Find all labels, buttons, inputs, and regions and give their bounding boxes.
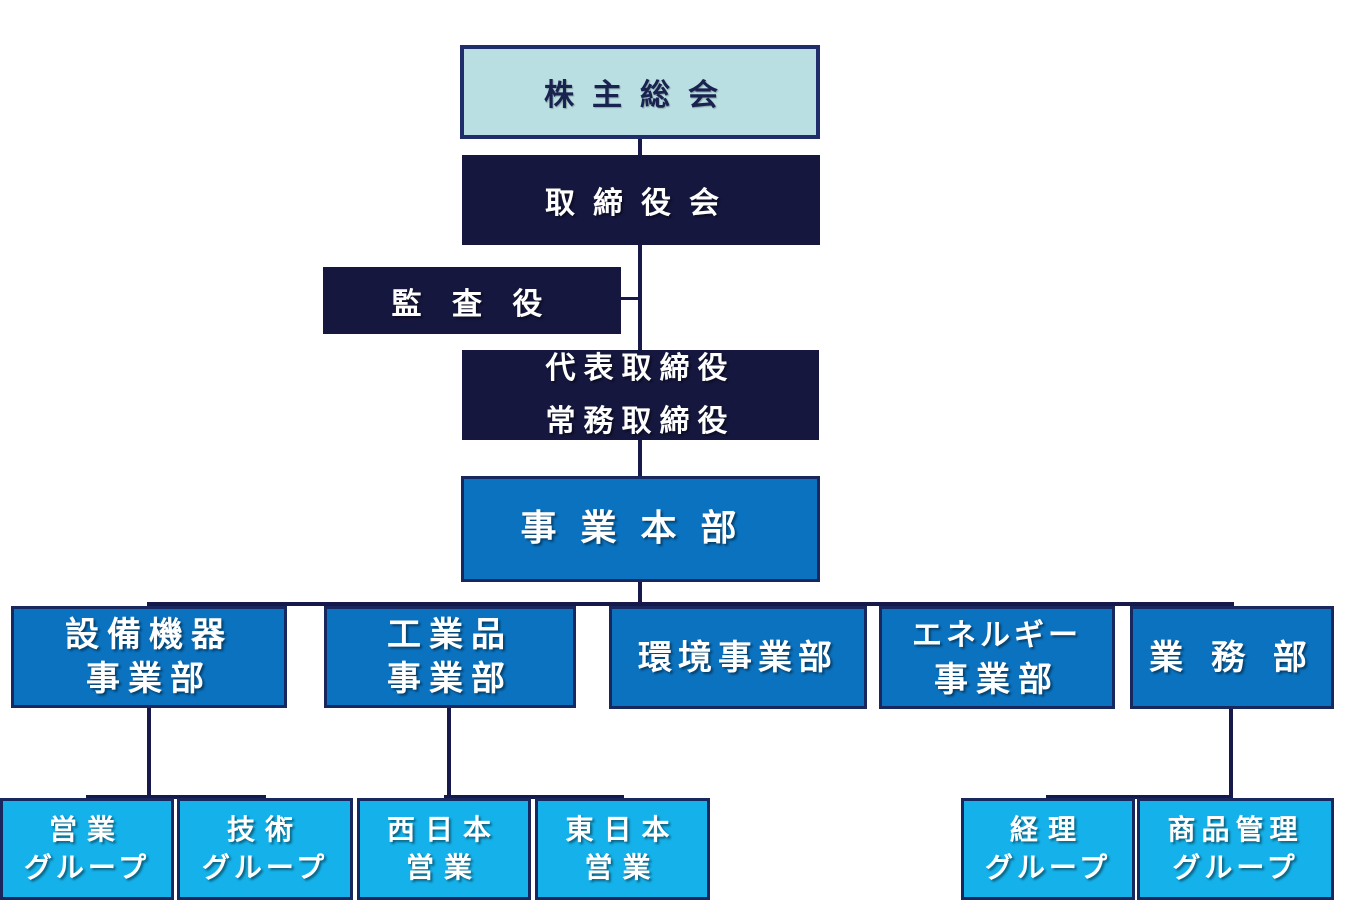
connector-div2-bus	[444, 795, 624, 799]
group-box: 西日本 営業	[357, 798, 531, 900]
group-line: グループ	[201, 851, 329, 884]
group-box: 経理 グループ	[961, 798, 1135, 900]
auditor-label: 監 査 役	[391, 286, 553, 322]
group-line: 東日本	[565, 813, 680, 846]
connector-div2-down	[447, 706, 451, 798]
group-line: 西日本	[386, 813, 501, 846]
division-line: 事業部	[86, 659, 212, 699]
connector-div5-down	[1229, 706, 1233, 798]
division-box: 工業品 事業部	[324, 606, 576, 708]
division-line: 業 務 部	[1149, 637, 1315, 678]
group-box: 東日本 営業	[535, 798, 710, 900]
executive-title-2: 常務取締役	[545, 404, 736, 439]
auditor-box: 監 査 役	[323, 267, 621, 334]
board-box: 取締役会	[462, 155, 820, 245]
division-box: 設備機器 事業部	[11, 606, 287, 708]
board-label: 取締役会	[545, 186, 737, 221]
group-box: 営業 グループ	[0, 798, 174, 900]
headquarters-box: 事業本部	[461, 476, 820, 582]
group-line: グループ	[1172, 851, 1299, 884]
group-line: 営業	[405, 851, 482, 884]
division-box: 環境事業部	[609, 606, 867, 709]
shareholders-box: 株主総会	[460, 45, 820, 139]
group-line: 営業	[584, 851, 661, 884]
division-line: 事業部	[934, 659, 1060, 700]
connector-division-bus	[147, 602, 1234, 606]
connector-div1-bus	[86, 795, 266, 799]
shareholders-label: 株主総会	[544, 78, 736, 113]
division-box: 業 務 部	[1130, 606, 1334, 709]
group-line: グループ	[984, 851, 1112, 884]
executive-title-1: 代表取締役	[545, 351, 736, 386]
division-line: 設備機器	[65, 615, 233, 655]
connector-hq-down	[638, 580, 642, 606]
division-line: 環境事業部	[638, 637, 838, 678]
group-line: 経理	[1009, 813, 1086, 846]
connector-spine	[638, 138, 642, 478]
division-line: 事業部	[387, 659, 513, 699]
connector-div5-bus	[1046, 795, 1233, 799]
group-box: 技術 グループ	[177, 798, 353, 900]
group-box: 商品管理 グループ	[1137, 798, 1334, 900]
connector-auditor	[620, 297, 640, 300]
group-line: 技術	[226, 813, 303, 846]
division-box: エネルギー 事業部	[879, 606, 1115, 709]
division-line: 工業品	[387, 615, 513, 655]
headquarters-label: 事業本部	[520, 508, 761, 549]
connector-div1-down	[147, 706, 151, 798]
group-line: 営業	[48, 813, 125, 846]
group-line: 商品管理	[1167, 813, 1304, 846]
group-line: グループ	[23, 851, 151, 884]
division-line: エネルギー	[912, 617, 1082, 653]
executives-box: 代表取締役 常務取締役	[462, 350, 819, 440]
